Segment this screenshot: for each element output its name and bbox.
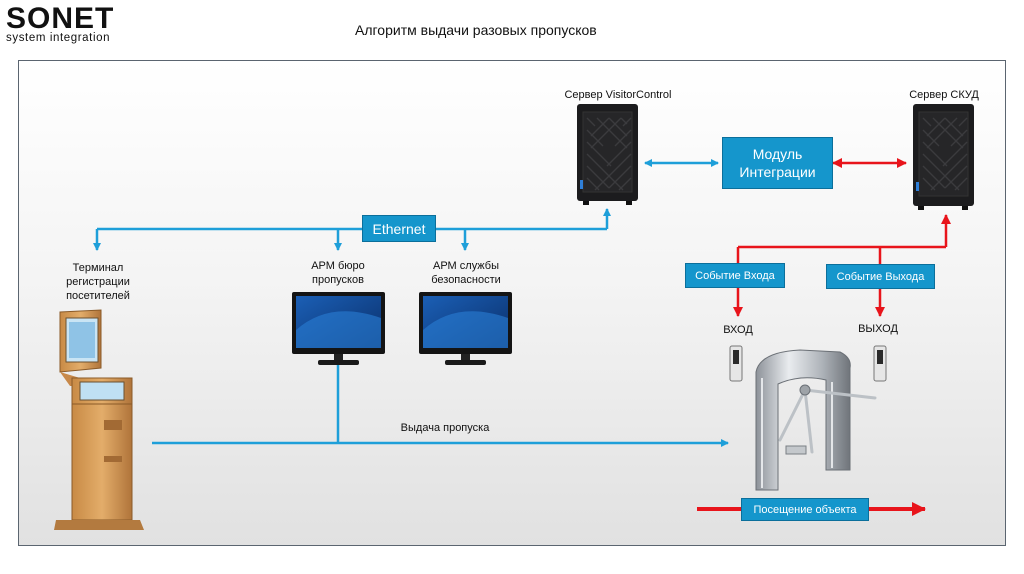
turnstile-image <box>755 349 877 491</box>
entry-event-label: Событие Входа <box>695 269 775 282</box>
page-title: Алгоритм выдачи разовых пропусков <box>355 22 597 38</box>
arm-bureau-monitor-image <box>292 292 385 365</box>
entry-event-box: Событие Входа <box>685 263 785 288</box>
logo-subtext: system integration <box>6 32 110 44</box>
exit-event-box: Событие Выхода <box>826 264 935 289</box>
ethernet-label: Ethernet <box>372 220 426 237</box>
terminal-kiosk-image <box>54 309 144 530</box>
arm-bureau-label: АРМ бюро пропусков <box>311 260 365 286</box>
integration-module-box: Модуль Интеграции <box>722 137 833 189</box>
visitorcontrol-server-image <box>577 104 638 205</box>
entry-reader-image <box>729 345 743 382</box>
ethernet-box: Ethernet <box>362 215 436 242</box>
terminal-label: Терминал регистрации посетителей <box>66 262 130 302</box>
skud-server-image <box>913 104 974 210</box>
arm-security-label: АРМ службы безопасности <box>431 260 501 286</box>
pass-issue-label: Выдача пропуска <box>400 422 490 434</box>
network-lines <box>93 159 729 447</box>
visit-box: Посещение объекта <box>741 498 869 521</box>
visit-label: Посещение объекта <box>753 503 857 516</box>
exit-reader-image <box>873 345 887 382</box>
sonet-logo: SONET system integration <box>4 2 159 44</box>
arm-security-monitor-image <box>419 292 512 365</box>
visitorcontrol-server-label: Сервер VisitorControl <box>564 89 672 101</box>
exit-label: ВЫХОД <box>858 323 898 335</box>
integration-module-label: Модуль Интеграции <box>739 146 816 180</box>
logo-wordmark: SONET <box>6 2 114 35</box>
exit-event-label: Событие Выхода <box>836 270 925 283</box>
entry-label: ВХОД <box>723 324 753 336</box>
skud-server-label: Сервер СКУД <box>909 89 979 101</box>
